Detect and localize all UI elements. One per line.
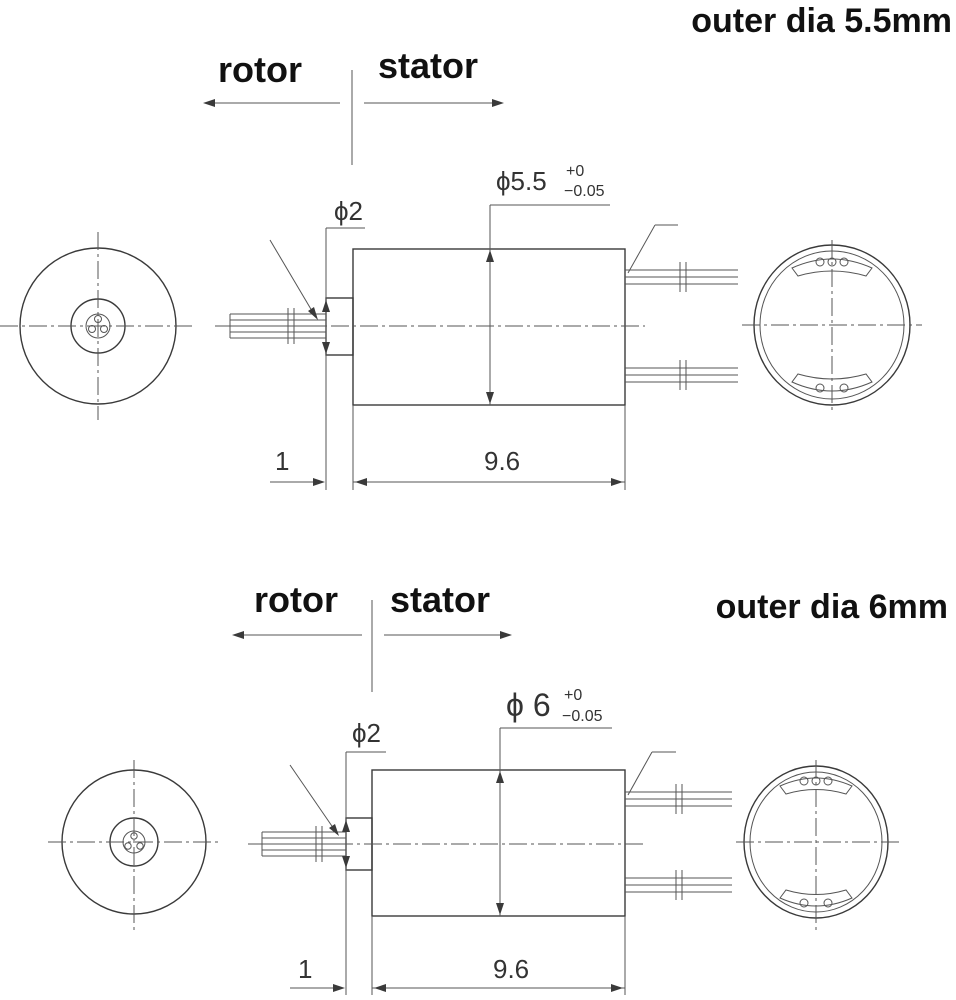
stator-wires-lower xyxy=(625,360,738,390)
tolerance-upper: +0 xyxy=(566,163,584,180)
view-title: outer dia 5.5mm xyxy=(691,2,952,40)
length-dimensions: 1 9.6 xyxy=(270,405,626,490)
rotor-arrow xyxy=(203,99,340,107)
side-view xyxy=(215,204,738,490)
stator-wires-upper xyxy=(625,784,732,814)
view-5-5mm: outer dia 5.5mm rotor stator xyxy=(0,2,952,490)
length-dimensions: 1 9.6 xyxy=(290,916,626,995)
stator-arrow xyxy=(364,99,504,107)
outer-dia-label: ϕ 6 +0 −0.05 xyxy=(506,687,603,725)
side-view xyxy=(248,727,732,995)
tolerance-lower: −0.05 xyxy=(562,708,603,725)
stator-wires-lower xyxy=(625,870,732,900)
shaft-dia-label: ϕ2 xyxy=(352,718,381,748)
front-end-view xyxy=(48,760,222,930)
front-end-view xyxy=(0,232,196,420)
shaft-dia-label: ϕ2 xyxy=(334,196,363,226)
stator-label: stator xyxy=(390,579,490,620)
rotor-arrow xyxy=(232,631,362,639)
dim-left: 1 xyxy=(298,954,312,984)
rear-end-view xyxy=(736,760,900,930)
stator-wires-upper xyxy=(625,262,738,292)
rotor-wires xyxy=(261,826,346,862)
stator-arrow xyxy=(384,631,512,639)
dim-left: 1 xyxy=(275,446,289,476)
outer-dia-label: ϕ5.5 +0 −0.05 xyxy=(496,163,605,200)
tolerance-lower: −0.05 xyxy=(564,183,605,200)
outer-dia-symbol: ϕ5.5 xyxy=(496,166,547,196)
stator-label: stator xyxy=(378,45,478,86)
dim-length: 9.6 xyxy=(493,954,529,984)
view-6mm: outer dia 6mm rotor stator xyxy=(48,579,948,995)
stator-body xyxy=(352,248,626,406)
tolerance-upper: +0 xyxy=(564,687,582,704)
stator-body xyxy=(371,769,626,917)
outer-dia-symbol: ϕ 6 xyxy=(506,687,551,723)
dim-length: 9.6 xyxy=(484,446,520,476)
rotor-label: rotor xyxy=(254,579,338,620)
rear-end-view xyxy=(742,240,922,410)
view-title: outer dia 6mm xyxy=(716,588,948,626)
rotor-label: rotor xyxy=(218,49,302,90)
